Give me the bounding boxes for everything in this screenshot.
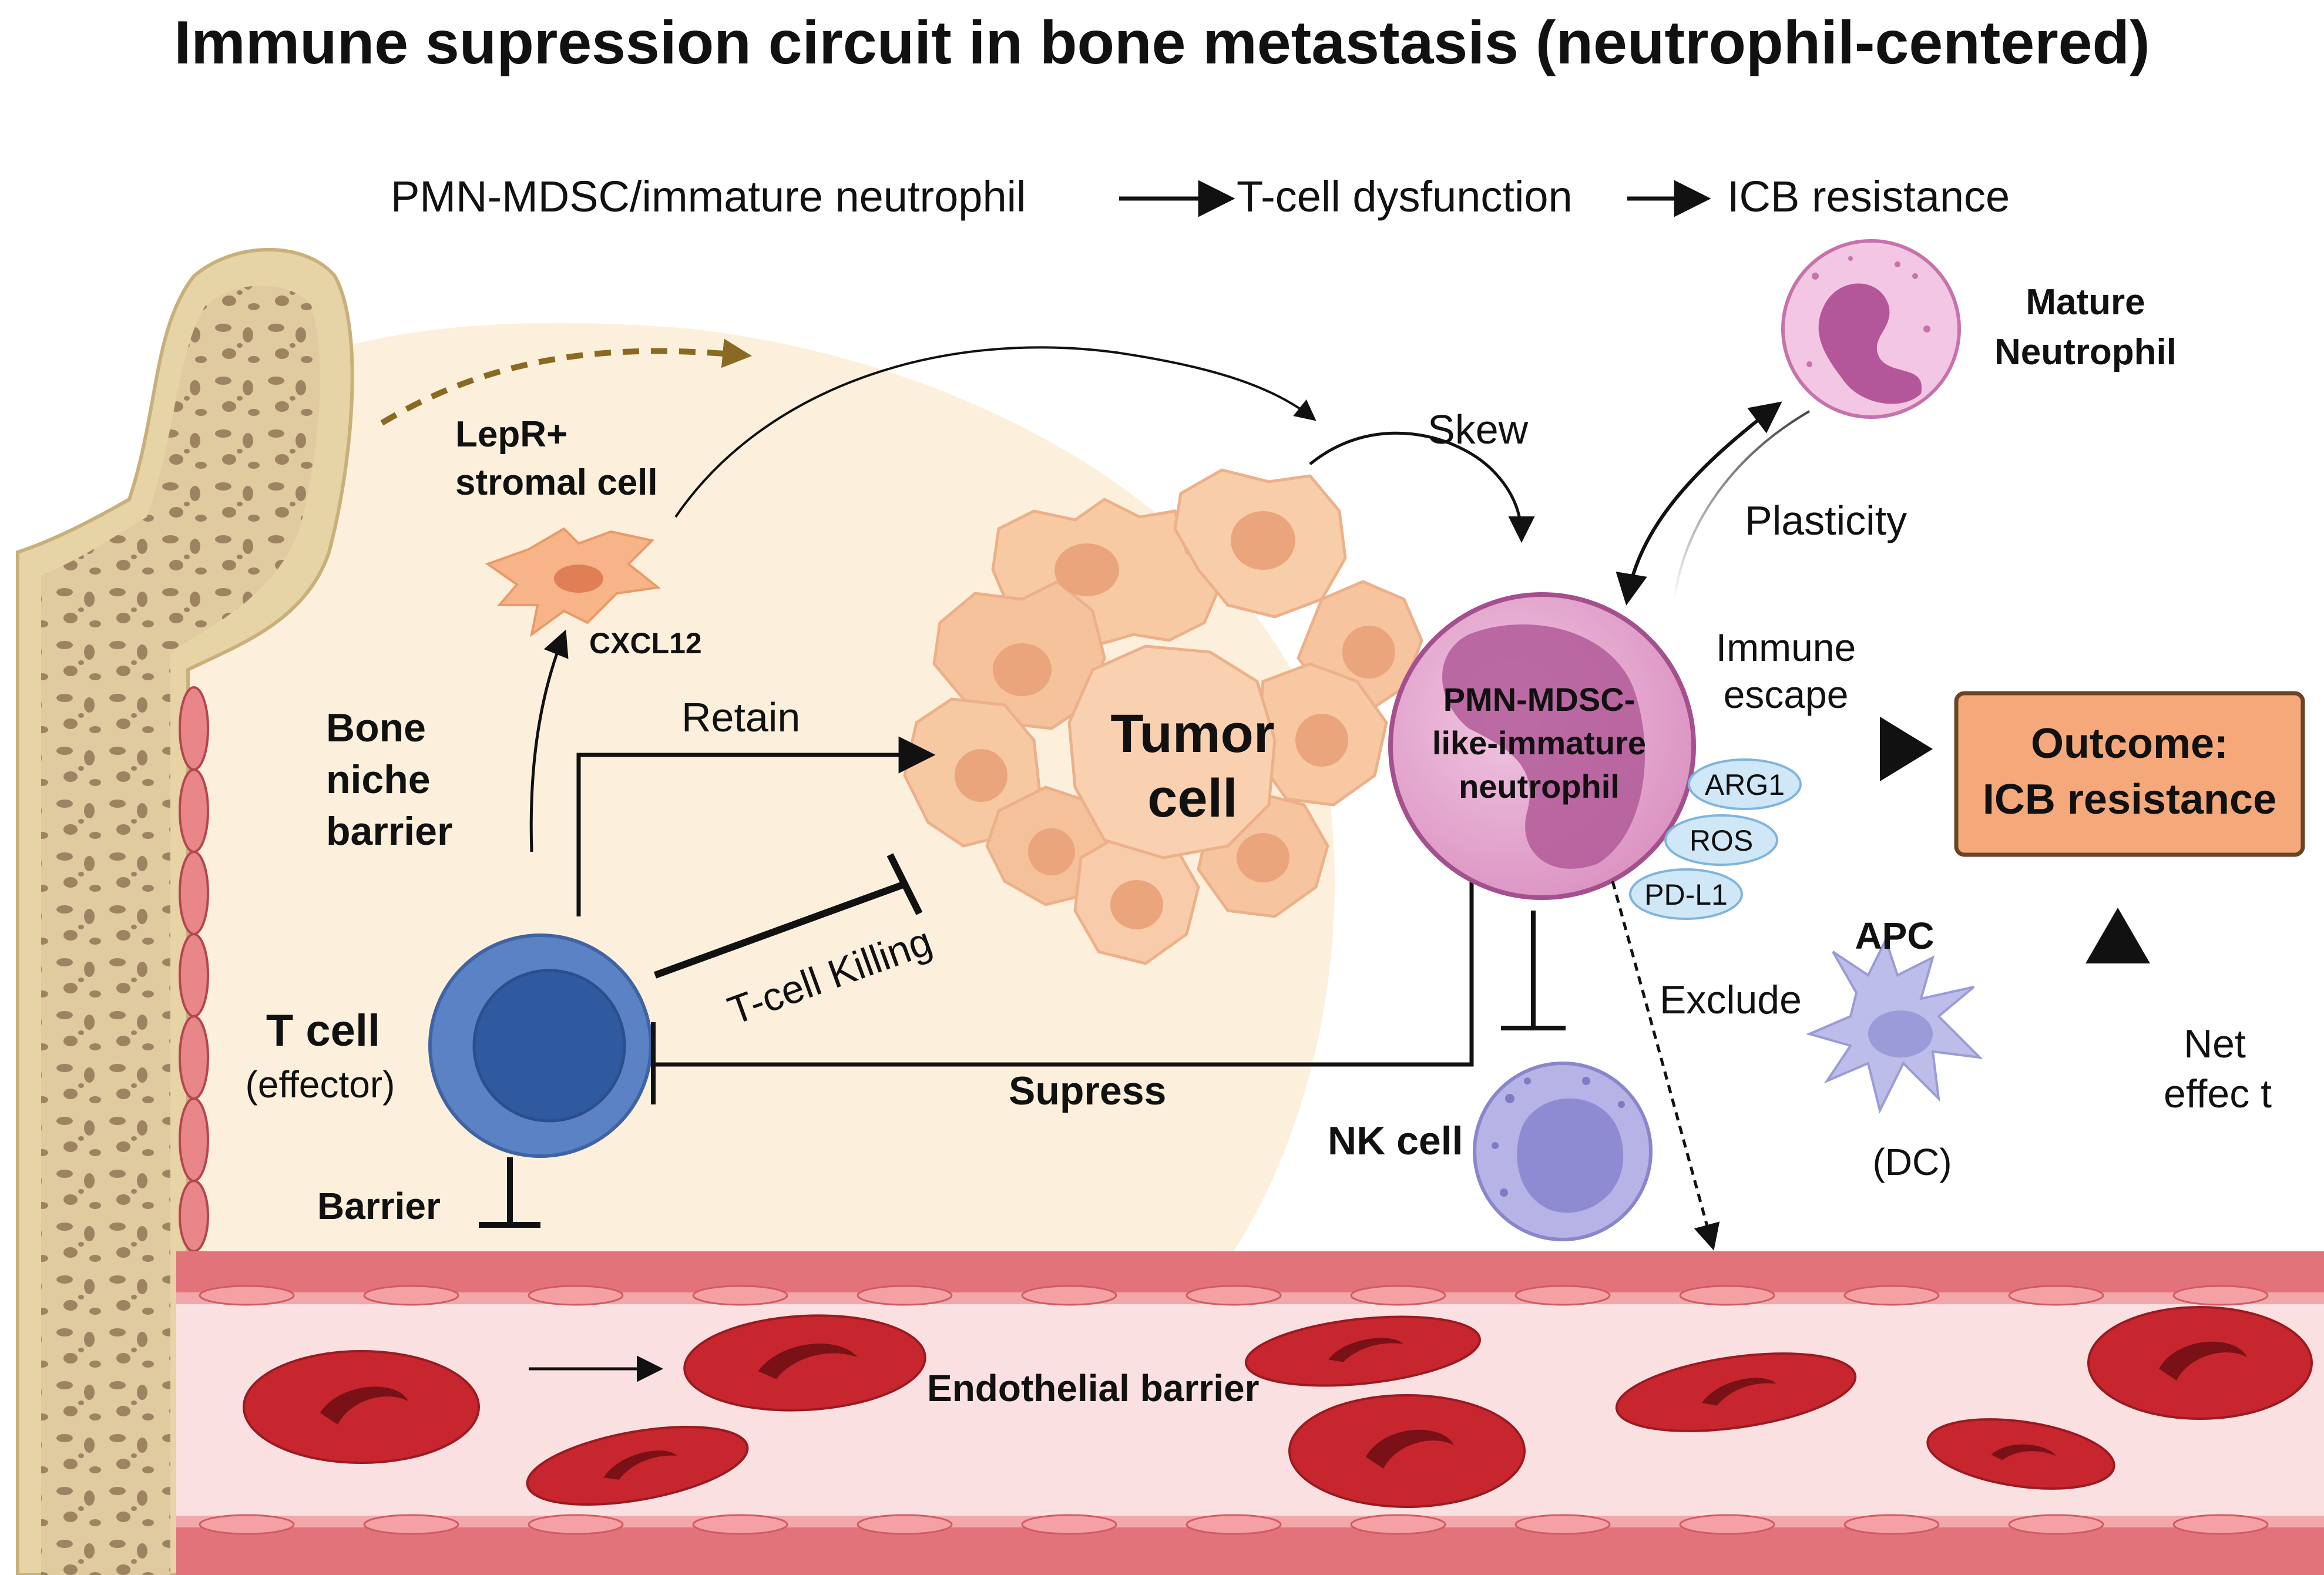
pathway-step-1: PMN-MDSC/immature neutrophil [391, 172, 1026, 221]
barrier-inhibit [479, 1157, 540, 1228]
tumor-label-1: Tumor [1110, 704, 1274, 764]
pathway-step-2: T-cell dysfunction [1237, 172, 1573, 221]
skew-label: Skew [1428, 407, 1529, 452]
bone-niche-label-2: niche [326, 757, 431, 802]
marker-pdl1: PD-L1 [1629, 868, 1743, 920]
net-effect-arrowhead [2085, 908, 2150, 963]
dc-label: (DC) [1872, 1141, 1952, 1183]
immune-escape-label-2: escape [1724, 673, 1849, 716]
tumor-label-2: cell [1147, 768, 1237, 828]
diagram-title: Immune supression circuit in bone metast… [174, 9, 2150, 77]
apc-label: APC [1855, 915, 1934, 957]
supress-inhibit [651, 875, 1474, 1104]
pdl1-label: PD-L1 [1644, 878, 1728, 911]
immune-escape-arrowhead [1880, 717, 1933, 781]
ros-label: ROS [1690, 824, 1753, 857]
bone-niche-label-1: Bone [326, 706, 426, 750]
nk-label: NK cell [1328, 1119, 1463, 1163]
supress-label: Supress [1009, 1069, 1166, 1113]
immune-escape-label-1: Immune [1716, 626, 1856, 669]
exclude-label: Exclude [1660, 978, 1802, 1022]
mature-neutrophil-icon [1781, 239, 1961, 419]
nk-cell-icon [1473, 1062, 1653, 1241]
stromal-cell-icon [485, 527, 661, 637]
marker-ros: ROS [1664, 814, 1778, 866]
plasticity-arrow-down [1616, 401, 1782, 606]
tumor-nuclei [955, 511, 1395, 929]
pmn-label-2: like-immature [1432, 724, 1646, 761]
tcell-to-cxcl12-arrow [529, 629, 569, 852]
cxcl12-label: CXCL12 [589, 627, 702, 660]
endothelial-cells [199, 1285, 2269, 1535]
mature-label-2: Neutrophil [1994, 332, 2177, 372]
net-effect-label-2: effec t [2164, 1072, 2272, 1116]
lepr-label-2: stromal cell [455, 462, 658, 503]
bone-to-niche-arrow [380, 338, 752, 426]
pathway-line: PMN-MDSC/immature neutrophil T-cell dysf… [391, 172, 2010, 221]
red-blood-cell-icon [243, 1306, 2313, 1508]
outcome-box: Outcome: ICB resistance [1954, 691, 2305, 857]
retain-label: Retain [681, 694, 800, 740]
tcell-killing-inhibit [653, 853, 923, 979]
blood-vessel [176, 1251, 2324, 1575]
arg1-label: ARG1 [1705, 768, 1785, 801]
outcome-label-1: Outcome: [2031, 720, 2228, 767]
endothelial-label: Endothelial barrier [927, 1367, 1259, 1409]
marker-arg1: ARG1 [1688, 758, 1802, 810]
lepr-label-1: LepR+ [455, 414, 567, 455]
outcome-label-2: ICB resistance [1983, 776, 2276, 823]
exclude-arrow [1611, 881, 1720, 1251]
pmn-label-1: PMN-MDSC- [1443, 681, 1635, 718]
pmn-label-3: neutrophil [1459, 768, 1620, 805]
nk-inhibit [1501, 911, 1566, 1030]
mature-label-1: Mature [2026, 282, 2145, 323]
tcell-sublabel: (effector) [246, 1063, 395, 1106]
skew-arrow [1309, 431, 1535, 543]
bone-lining-cells [179, 686, 209, 1252]
retain-arrow [576, 736, 936, 916]
barrier-label: Barrier [317, 1185, 441, 1227]
t-cell-icon [428, 933, 653, 1158]
plasticity-arrow-up [1673, 410, 1811, 600]
bone-niche-label-3: barrier [326, 809, 452, 854]
tcell-label: T cell [266, 1006, 380, 1056]
pmn-mdsc-icon [1388, 592, 1696, 900]
dendritic-cell-icon [1806, 936, 1983, 1114]
pathway-step-3: ICB resistance [1727, 172, 2010, 221]
plasticity-label: Plasticity [1745, 498, 1907, 543]
net-effect-label-1: Net [2184, 1022, 2246, 1066]
stromal-to-tumor-arrow [674, 346, 1317, 518]
